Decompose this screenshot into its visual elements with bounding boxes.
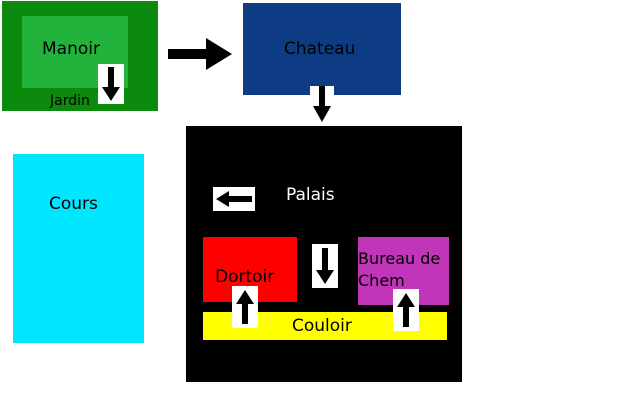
arrow-up-icon bbox=[236, 290, 254, 324]
chateau-label: Chateau bbox=[284, 39, 356, 59]
arrow-down-icon bbox=[316, 248, 334, 284]
arrow-left-icon bbox=[216, 191, 252, 207]
manoir-label: Manoir bbox=[42, 39, 100, 59]
chateau-room: Chateau bbox=[243, 3, 401, 95]
jardin-label: Jardin bbox=[50, 93, 90, 109]
manoir-down-arrow bbox=[98, 64, 124, 104]
dortoir-label: Dortoir bbox=[215, 267, 275, 287]
manoir-room: Manoir bbox=[22, 16, 128, 88]
manoir-to-chateau-arrow bbox=[168, 38, 232, 70]
cours-room: Cours bbox=[13, 154, 144, 343]
palais-left-arrow bbox=[213, 187, 255, 211]
chateau-to-palais-arrow bbox=[310, 86, 334, 124]
bureau-up-arrow bbox=[393, 289, 419, 331]
couloir-label: Couloir bbox=[292, 316, 352, 336]
arrow-up-icon bbox=[397, 293, 415, 327]
bureau-label-line2: Chem bbox=[358, 271, 405, 290]
arrow-down-icon bbox=[313, 86, 331, 122]
arrow-down-icon bbox=[102, 67, 120, 101]
dortoir-up-arrow bbox=[232, 286, 258, 328]
bureau-label-line1: Bureau de bbox=[358, 249, 441, 268]
cours-label: Cours bbox=[49, 194, 98, 214]
palais-down-arrow bbox=[312, 244, 338, 288]
palais-label: Palais bbox=[286, 185, 335, 205]
